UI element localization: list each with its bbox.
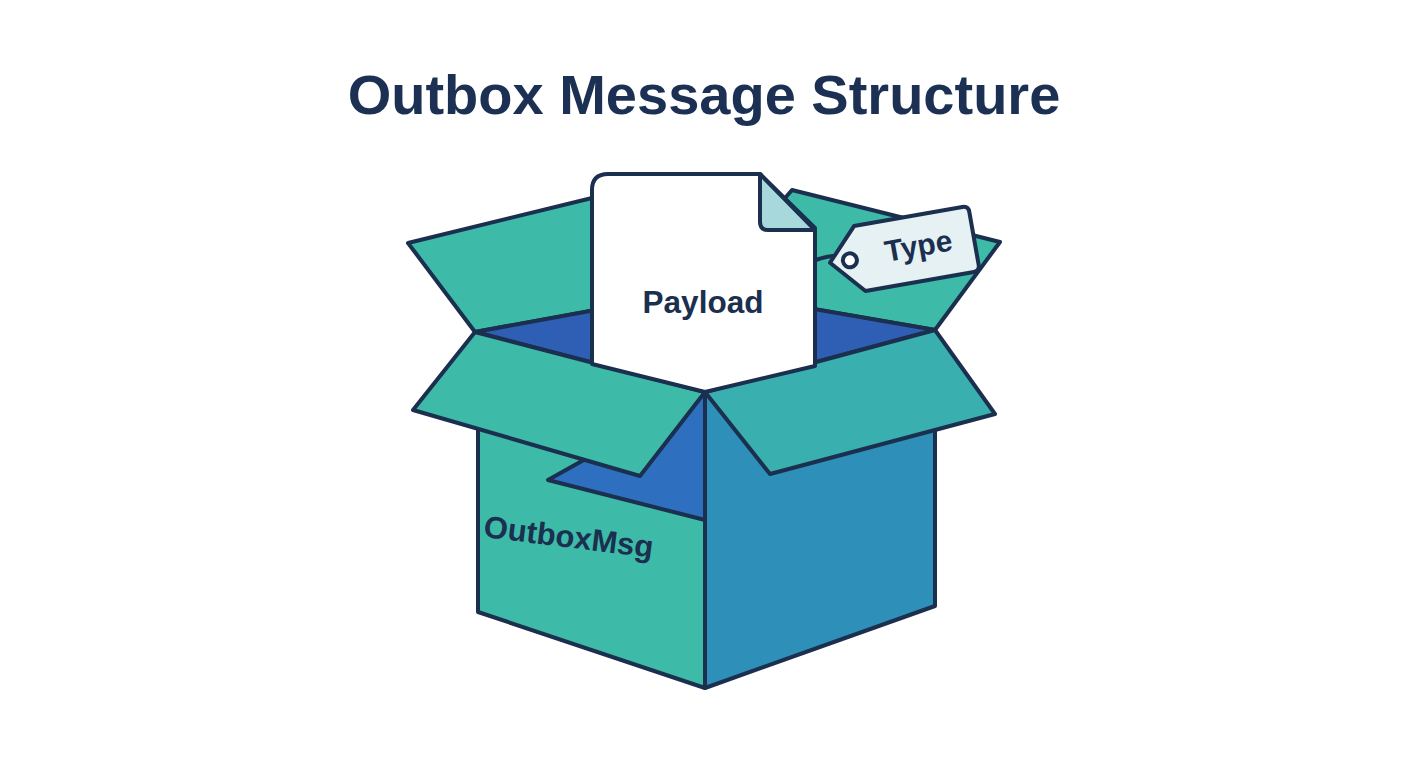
dog-ear: [760, 174, 815, 230]
outbox-box: OutboxMsgPayloadType: [400, 170, 1010, 700]
paper-sheet: [592, 174, 815, 392]
payload-document-outline: [588, 172, 818, 394]
tag-hole: [842, 252, 858, 268]
diagram-title: Outbox Message Structure: [0, 62, 1408, 127]
payload-document: Payload: [588, 172, 818, 394]
payload-label: Payload: [588, 284, 818, 322]
tag-shape: [824, 206, 979, 296]
